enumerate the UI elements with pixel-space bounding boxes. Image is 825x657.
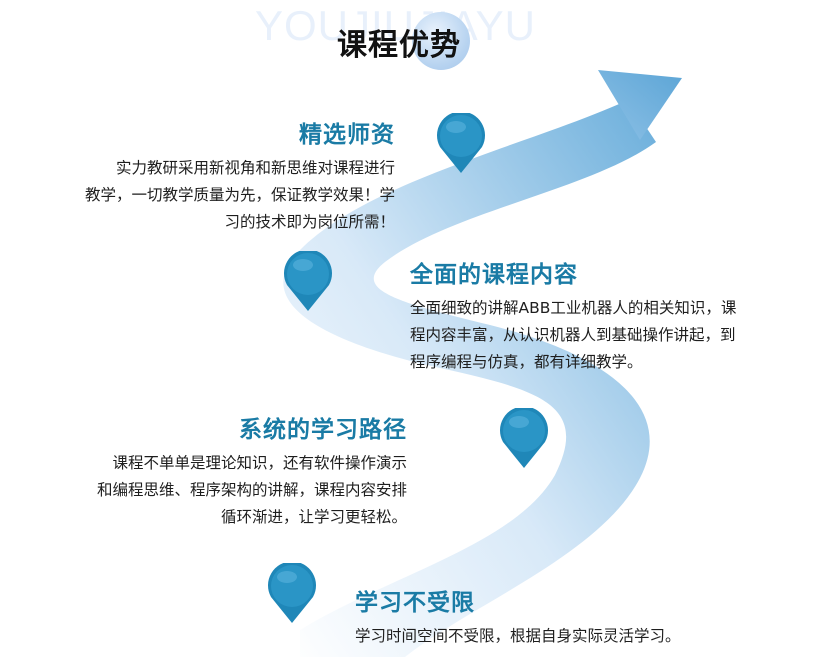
section-learning-path: 系统的学习路径 课程不单单是理论知识，还有软件操作演示 和编程思维、程序架构的讲… (47, 410, 407, 531)
section-text-line: 实力教研采用新视角和新思维对课程进行 (115, 159, 395, 177)
section-title: 精选师资 (299, 122, 395, 148)
arrow-head-icon (598, 70, 682, 140)
map-pin-icon (500, 408, 548, 468)
section-text-line: 课程不单单是理论知识，还有软件操作演示 (112, 454, 407, 472)
watermark-text: YOUJIUJIAYU (255, 2, 536, 49)
section-title: 系统的学习路径 (239, 417, 407, 443)
page-title: 课程优势 (337, 28, 461, 63)
section-text-line: 程序编程与仿真，都有详细教学。 (410, 353, 643, 371)
section-text-line: 教学，一切教学质量为先，保证教学效果！学 (84, 186, 395, 204)
map-pin-icon (268, 563, 316, 623)
path-band (283, 100, 656, 657)
section-course-content: 全面的课程内容 全面细致的讲解ABB工业机器人的相关知识，课 程内容丰富，从认识… (410, 255, 815, 376)
section-text-line: 程内容丰富，从认识机器人到基础操作讲起，到 (410, 326, 736, 344)
map-pin-icon (437, 113, 485, 173)
section-text-line: 和编程思维、程序架构的讲解，课程内容安排 (96, 481, 407, 499)
title-decoration-dot (412, 12, 470, 70)
section-text-line: 学习时间空间不受限，根据自身实际灵活学习。 (355, 627, 681, 645)
section-text-line: 习的技术即为岗位所需！ (224, 213, 395, 231)
section-unlimited-learning: 学习不受限 学习时间空间不受限，根据自身实际灵活学习。 (355, 583, 775, 650)
section-text-line: 全面细致的讲解ABB工业机器人的相关知识，课 (410, 299, 737, 317)
section-title: 学习不受限 (355, 590, 475, 616)
section-text-line: 循环渐进，让学习更轻松。 (220, 508, 407, 526)
section-title: 全面的课程内容 (410, 262, 578, 288)
section-teachers: 精选师资 实力教研采用新视角和新思维对课程进行 教学，一切教学质量为先，保证教学… (35, 115, 395, 236)
map-pin-icon (284, 251, 332, 311)
